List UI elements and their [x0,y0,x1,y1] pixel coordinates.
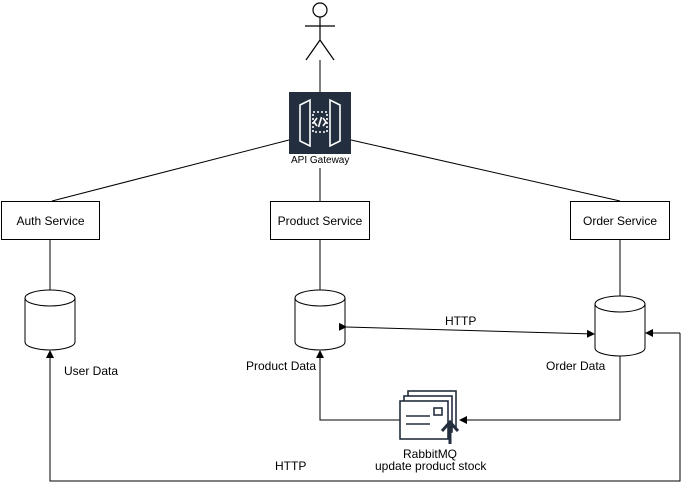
message-queue-icon [399,390,460,444]
gateway-order-link [350,139,621,202]
product-data-cylinder-icon [294,289,346,351]
queue-name-label: RabbitMQ [403,447,458,461]
queue-description-label: update product stock [375,459,487,473]
api-gateway-label: API Gateway [291,155,350,166]
user-data-cylinder-icon [24,289,76,351]
auth-service-box[interactable]: Auth Service [1,201,100,240]
order-auth-http-label: HTTP [275,459,307,473]
auth-service-label: Auth Service [16,213,85,228]
order-data-cylinder-icon [594,295,646,357]
order-to-queue-arrow [459,356,621,424]
product-service-box[interactable]: Product Service [270,201,370,240]
order-data-label: Order Data [546,359,606,373]
product-service-label: Product Service [277,213,363,228]
order-service-box[interactable]: Order Service [570,201,670,240]
product-data-label: Product Data [246,359,317,373]
product-order-http-label: HTTP [445,314,477,328]
gateway-auth-link [51,139,290,202]
user-data-label: User Data [64,364,119,378]
order-auth-http-arrow [46,333,681,482]
queue-to-product-arrow [316,350,400,421]
api-gateway-icon [289,92,351,154]
order-service-label: Order Service [582,213,658,228]
product-order-http-arrow [338,322,595,338]
user-actor-icon [305,2,335,61]
